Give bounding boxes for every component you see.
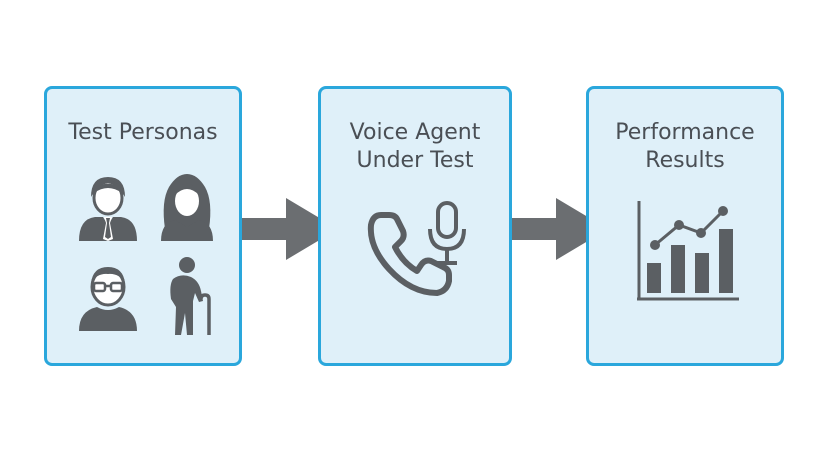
performance-results-title: Performance Results — [589, 119, 781, 175]
performance-results-title-line-2: Results — [645, 148, 725, 173]
elderly-person-with-cane-icon — [170, 257, 211, 335]
voice-agent-title-line-2: Under Test — [356, 148, 474, 173]
test-personas-panel: Test Personas — [44, 86, 242, 366]
woman-icon — [161, 174, 213, 241]
man-with-tie-icon — [79, 177, 137, 241]
performance-results-title-line-1: Performance — [615, 120, 755, 145]
test-personas-title: Test Personas — [68, 120, 218, 145]
arrow-right-icon — [512, 198, 608, 260]
microphone-icon — [428, 201, 466, 265]
arrow-right-icon — [242, 198, 338, 260]
man-with-glasses-icon — [79, 267, 137, 331]
performance-results-panel: Performance Results — [586, 86, 784, 366]
phone-handset-icon — [367, 212, 452, 296]
voice-agent-panel: Voice Agent Under Test — [318, 86, 512, 366]
voice-agent-title-line-1: Voice Agent — [349, 120, 481, 145]
bar-line-chart-icon — [637, 201, 739, 301]
voice-agent-title: Voice Agent Under Test — [321, 119, 509, 175]
